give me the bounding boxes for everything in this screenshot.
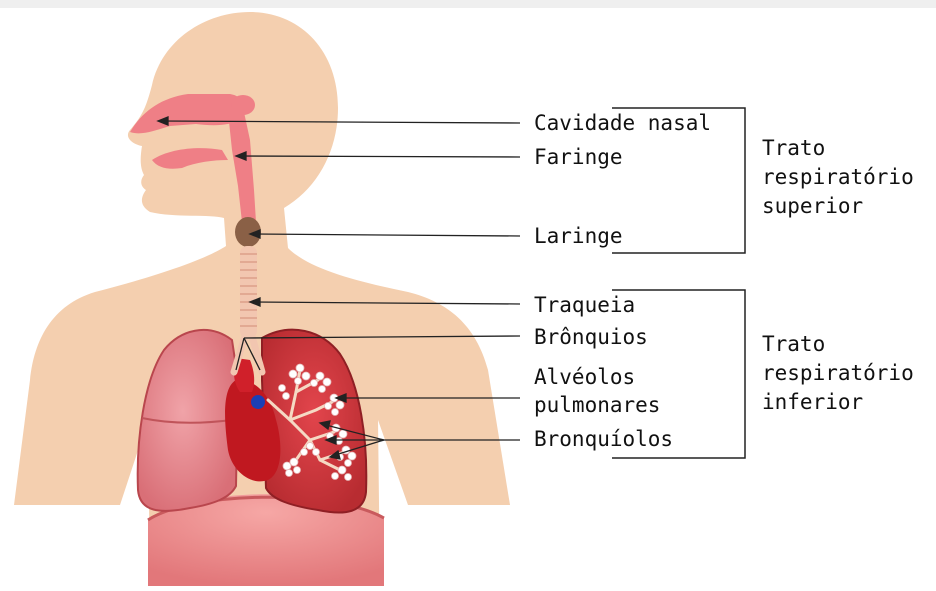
label-alveoli-line2: pulmonares (534, 393, 660, 417)
upper-tract-label-line1: Trato (762, 136, 825, 160)
label-pharynx: Faringe (534, 145, 623, 169)
lower-tract-label-line1: Trato (762, 332, 825, 356)
pulmonary-artery-shape (251, 395, 265, 409)
upper-tract-label-line2: respiratório (762, 165, 914, 189)
leader-larynx (252, 234, 520, 236)
label-alveoli-line1: Alvéolos (534, 365, 635, 389)
trachea-shape (240, 246, 257, 338)
label-bronchi: Brônquios (534, 325, 648, 349)
upper-tract-label-line3: superior (762, 194, 863, 218)
label-trachea: Traqueia (534, 293, 635, 317)
label-larynx: Laringe (534, 224, 623, 248)
lower-tract-label-line2: respiratório (762, 361, 914, 385)
top-banner (0, 0, 936, 8)
label-nasal-cavity: Cavidade nasal (534, 111, 711, 135)
lower-tract-label-line3: inferior (762, 390, 863, 414)
label-bronchioles: Bronquíolos (534, 427, 673, 451)
